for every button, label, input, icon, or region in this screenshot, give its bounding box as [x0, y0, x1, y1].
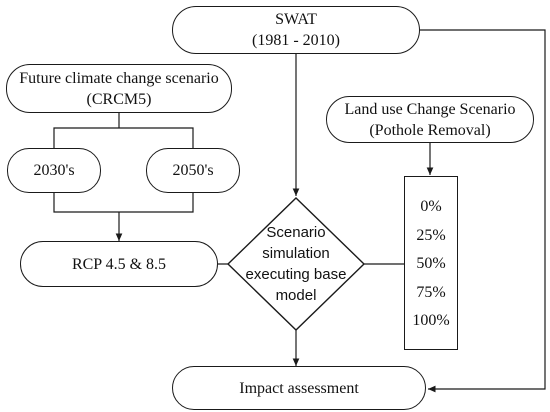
- swat-title: SWAT: [275, 11, 317, 28]
- scenario-line-1: Scenario: [266, 224, 326, 241]
- decade-2050-node: 2050's: [146, 148, 240, 193]
- scenario-line-4: model: [275, 287, 317, 304]
- scenario-line-3: executing base: [245, 266, 347, 283]
- scenario-simulation-label: Scenario simulation executing base model: [236, 218, 356, 310]
- decade-2050-label: 2050's: [172, 162, 214, 179]
- future-climate-title: Future climate change scenario: [19, 69, 219, 87]
- decade-2030-node: 2030's: [7, 148, 101, 193]
- pothole-level: 0%: [420, 198, 442, 215]
- pothole-level: 50%: [416, 255, 446, 272]
- future-climate-model: (CRCM5): [86, 90, 152, 108]
- impact-assessment-label: Impact assessment: [239, 379, 359, 397]
- rcp-label: RCP 4.5 & 8.5: [71, 255, 167, 273]
- pothole-level: 100%: [412, 312, 450, 329]
- pothole-level: 25%: [416, 226, 446, 244]
- swat-period: (1981 - 2010): [252, 32, 340, 49]
- impact-assessment-node: Impact assessment: [172, 366, 426, 410]
- land-use-title: Land use Change Scenario: [344, 100, 516, 118]
- simulation-diamond: [226, 197, 366, 331]
- pothole-levels-box: 0% 25% 50% 75% 100%: [404, 176, 458, 350]
- swat-node: SWAT (1981 - 2010): [172, 6, 420, 54]
- scenario-line-2: simulation: [262, 245, 330, 262]
- land-use-subtitle: (Pothole Removal): [369, 121, 491, 139]
- connector-split: [53, 127, 194, 148]
- decade-2030-label: 2030's: [33, 162, 75, 179]
- arrow-swat-to-impact: [420, 29, 546, 393]
- land-use-node: Land use Change Scenario (Pothole Remova…: [326, 96, 534, 143]
- future-climate-node: Future climate change scenario (CRCM5): [6, 64, 232, 113]
- rcp-node: RCP 4.5 & 8.5: [20, 241, 218, 287]
- pothole-level: 75%: [416, 283, 446, 301]
- connector-join: [53, 193, 194, 213]
